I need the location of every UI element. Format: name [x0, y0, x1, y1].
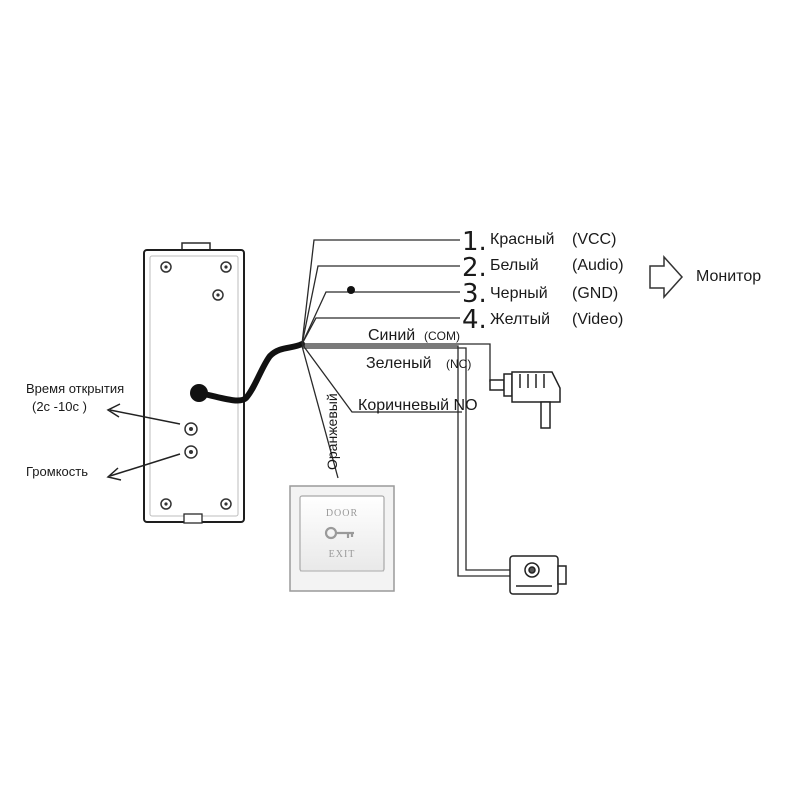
wire-3-number: 3. — [462, 279, 487, 309]
screw-icon — [212, 289, 224, 301]
electric-lock-icon — [509, 555, 567, 595]
wire-1-name: Красный — [490, 231, 554, 248]
volume-label: Громкость — [26, 464, 88, 479]
green-wire-label: Зеленый — [366, 355, 432, 372]
wire-1-number: 1. — [462, 227, 487, 257]
monitor-wires — [301, 239, 460, 345]
screw-icon — [220, 498, 232, 510]
wire-3-name: Черный — [490, 285, 548, 302]
wire-2-name: Белый — [490, 257, 539, 274]
exit-button-icon — [289, 485, 395, 592]
time-adjust-knob-icon — [184, 422, 198, 436]
volume-arrow-icon — [106, 453, 181, 481]
power-adapter-icon — [489, 371, 561, 429]
wire-1-code: (VCC) — [572, 231, 616, 248]
screw-icon — [220, 261, 232, 273]
volume-adjust-knob-icon — [184, 445, 198, 459]
wire-2-code: (Audio) — [572, 257, 624, 274]
exit-button-door-text: DOOR — [326, 508, 358, 519]
wire-4-name: Желтый — [490, 311, 550, 328]
exit-button-exit-text: EXIT — [329, 549, 356, 560]
key-icon — [324, 526, 354, 540]
screw-icon — [160, 261, 172, 273]
junction-dot — [347, 286, 355, 294]
wire-4-code: (Video) — [572, 311, 623, 328]
wire-4-number: 4. — [462, 305, 487, 335]
time-arrow-icon — [106, 403, 181, 425]
time-label: Время открытия — [26, 381, 124, 396]
lock-wires — [301, 343, 510, 577]
blue-wire-label: Синий — [368, 327, 415, 344]
door-panel — [143, 242, 245, 524]
wire-2-number: 2. — [462, 253, 487, 283]
brown-wire-label: Коричневый NO — [358, 397, 478, 414]
green-wire-code: (NC) — [446, 357, 471, 371]
monitor-label: Монитор — [696, 268, 761, 285]
time-range-label: (2с -10с ) — [32, 399, 87, 414]
blue-wire-code: (COM) — [424, 329, 460, 343]
main-cable — [190, 341, 305, 404]
screw-icon — [160, 498, 172, 510]
orange-wire-label: Оранжевый — [324, 393, 340, 470]
wire-3-code: (GND) — [572, 285, 618, 302]
monitor-arrow-icon — [649, 255, 684, 299]
